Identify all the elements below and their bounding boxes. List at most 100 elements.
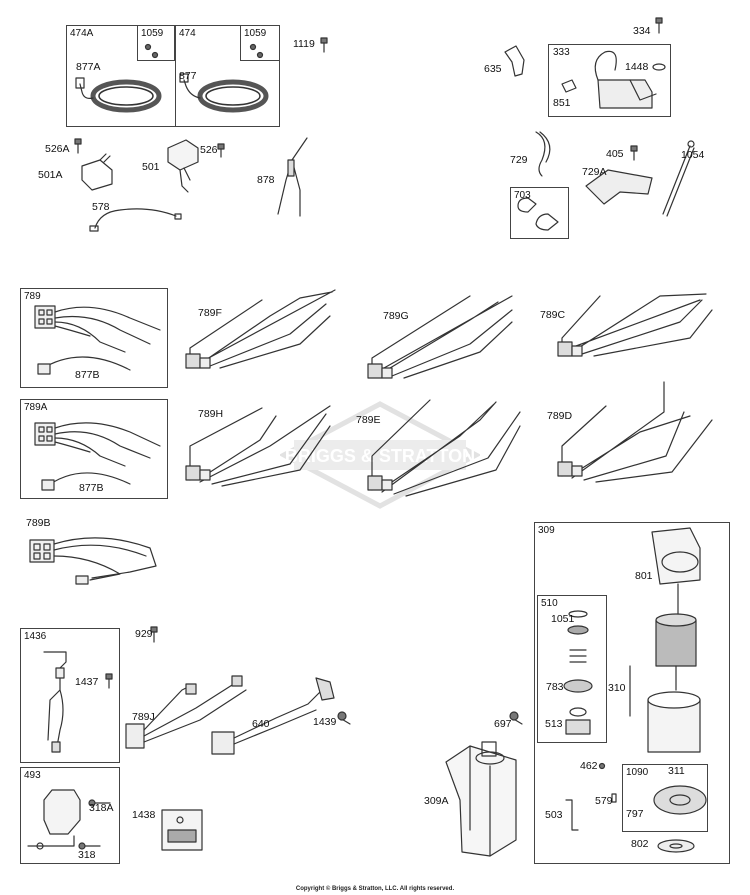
- kit-box-703: [510, 187, 569, 239]
- drive-kit-parts: [563, 610, 593, 735]
- label-802: 802: [631, 838, 649, 850]
- label-789G: 789G: [383, 310, 409, 322]
- label-318: 318: [78, 849, 96, 861]
- label-697: 697: [494, 718, 512, 730]
- label-789F: 789F: [198, 307, 222, 319]
- end-cap-801: [651, 527, 701, 585]
- bolt-icon: [630, 145, 638, 161]
- label-1448: 1448: [625, 61, 649, 73]
- screw-icon: [144, 43, 159, 59]
- label-797: 797: [626, 808, 644, 820]
- label-789C: 789C: [540, 309, 566, 321]
- brand-watermark: BRIGGS & STRATTON: [280, 401, 480, 509]
- screw-icon: [105, 673, 113, 689]
- spark-plug-boot: [504, 45, 525, 77]
- label-405: 405: [606, 148, 624, 160]
- harness-789A: [34, 422, 161, 491]
- kit-box-474: [175, 25, 280, 127]
- kit-box-1090: [622, 764, 708, 832]
- kit-box-1436: [20, 628, 120, 763]
- bracket-503: [565, 799, 579, 831]
- label-783: 783: [546, 681, 564, 693]
- label-311: 311: [668, 765, 685, 777]
- label-513: 513: [545, 718, 563, 730]
- label-851: 851: [553, 97, 571, 109]
- label-877B-1: 877B: [75, 369, 100, 381]
- ignition-coil: [561, 50, 666, 109]
- label-877B-2: 877B: [79, 482, 104, 494]
- label-789A: 789A: [24, 402, 48, 413]
- harness-789E: [367, 399, 521, 497]
- screw-icon: [78, 842, 101, 850]
- label-1090: 1090: [626, 767, 649, 778]
- label-878: 878: [257, 174, 275, 186]
- label-635: 635: [484, 63, 502, 75]
- harness-878: [277, 137, 308, 217]
- harness-789B: [29, 537, 157, 585]
- cable-tie-1054: [662, 140, 695, 217]
- label-1436: 1436: [24, 631, 47, 642]
- bolt-icon: [320, 37, 328, 53]
- bolt-icon: [655, 17, 663, 34]
- washer-802: [657, 839, 695, 853]
- bracket-493: [27, 789, 81, 850]
- label-1054: 1054: [681, 149, 705, 161]
- bolt-icon: [217, 143, 225, 158]
- label-474A: 474A: [70, 28, 94, 39]
- label-474: 474: [179, 28, 196, 39]
- label-877: 877: [179, 70, 197, 82]
- harness-789F: [185, 289, 336, 369]
- label-789E: 789E: [356, 414, 381, 426]
- label-510: 510: [541, 598, 558, 609]
- harness-789C: [557, 293, 713, 357]
- kit-box-333: [548, 44, 671, 117]
- label-877A: 877A: [76, 61, 101, 73]
- copyright-notice: Copyright © Briggs & Stratton, LLC. All …: [295, 886, 455, 892]
- label-789J: 789J: [132, 711, 155, 723]
- strap-729: [535, 131, 551, 177]
- module-1438: [161, 809, 203, 851]
- label-729A: 729A: [582, 166, 607, 178]
- clip-703: [517, 197, 559, 231]
- armature: [655, 583, 697, 691]
- label-503: 503: [545, 809, 563, 821]
- label-789B: 789B: [26, 517, 51, 529]
- bolt-icon: [509, 711, 523, 725]
- motor-housing: [647, 691, 701, 753]
- label-501A: 501A: [38, 169, 63, 181]
- label-1059a: 1059: [141, 28, 164, 39]
- label-493: 493: [24, 770, 41, 781]
- shield-plate-729A: [585, 169, 653, 205]
- stator-877A: [75, 77, 162, 113]
- harness-789J: [125, 675, 247, 749]
- harness-789: [34, 305, 161, 375]
- watermark-text: BRIGGS & STRATTON: [285, 446, 475, 466]
- label-579: 579: [595, 795, 613, 807]
- stator-877: [179, 73, 269, 113]
- label-1439: 1439: [313, 716, 337, 728]
- label-310: 310: [608, 682, 626, 694]
- harness-578: [89, 208, 182, 232]
- harness-1436: [43, 651, 67, 753]
- ball-462: [598, 762, 606, 770]
- label-729: 729: [510, 154, 528, 166]
- label-640: 640: [252, 718, 270, 730]
- kit-box-493: [20, 767, 120, 864]
- label-1119: 1119: [293, 38, 315, 50]
- label-333: 333: [553, 47, 570, 58]
- label-309: 309: [538, 525, 555, 536]
- label-801: 801: [635, 570, 653, 582]
- label-318A: 318A: [89, 802, 114, 814]
- screw-icon: [337, 711, 351, 725]
- starter-motor-309A: [445, 741, 517, 857]
- label-789D: 789D: [547, 410, 573, 422]
- screw-icon: [88, 799, 111, 807]
- screw-icon: [249, 43, 264, 59]
- label-1438: 1438: [132, 809, 156, 821]
- harness-789D: [557, 381, 713, 483]
- label-789H: 789H: [198, 408, 224, 420]
- label-1437: 1437: [75, 676, 99, 688]
- kit-box-789: [20, 288, 168, 388]
